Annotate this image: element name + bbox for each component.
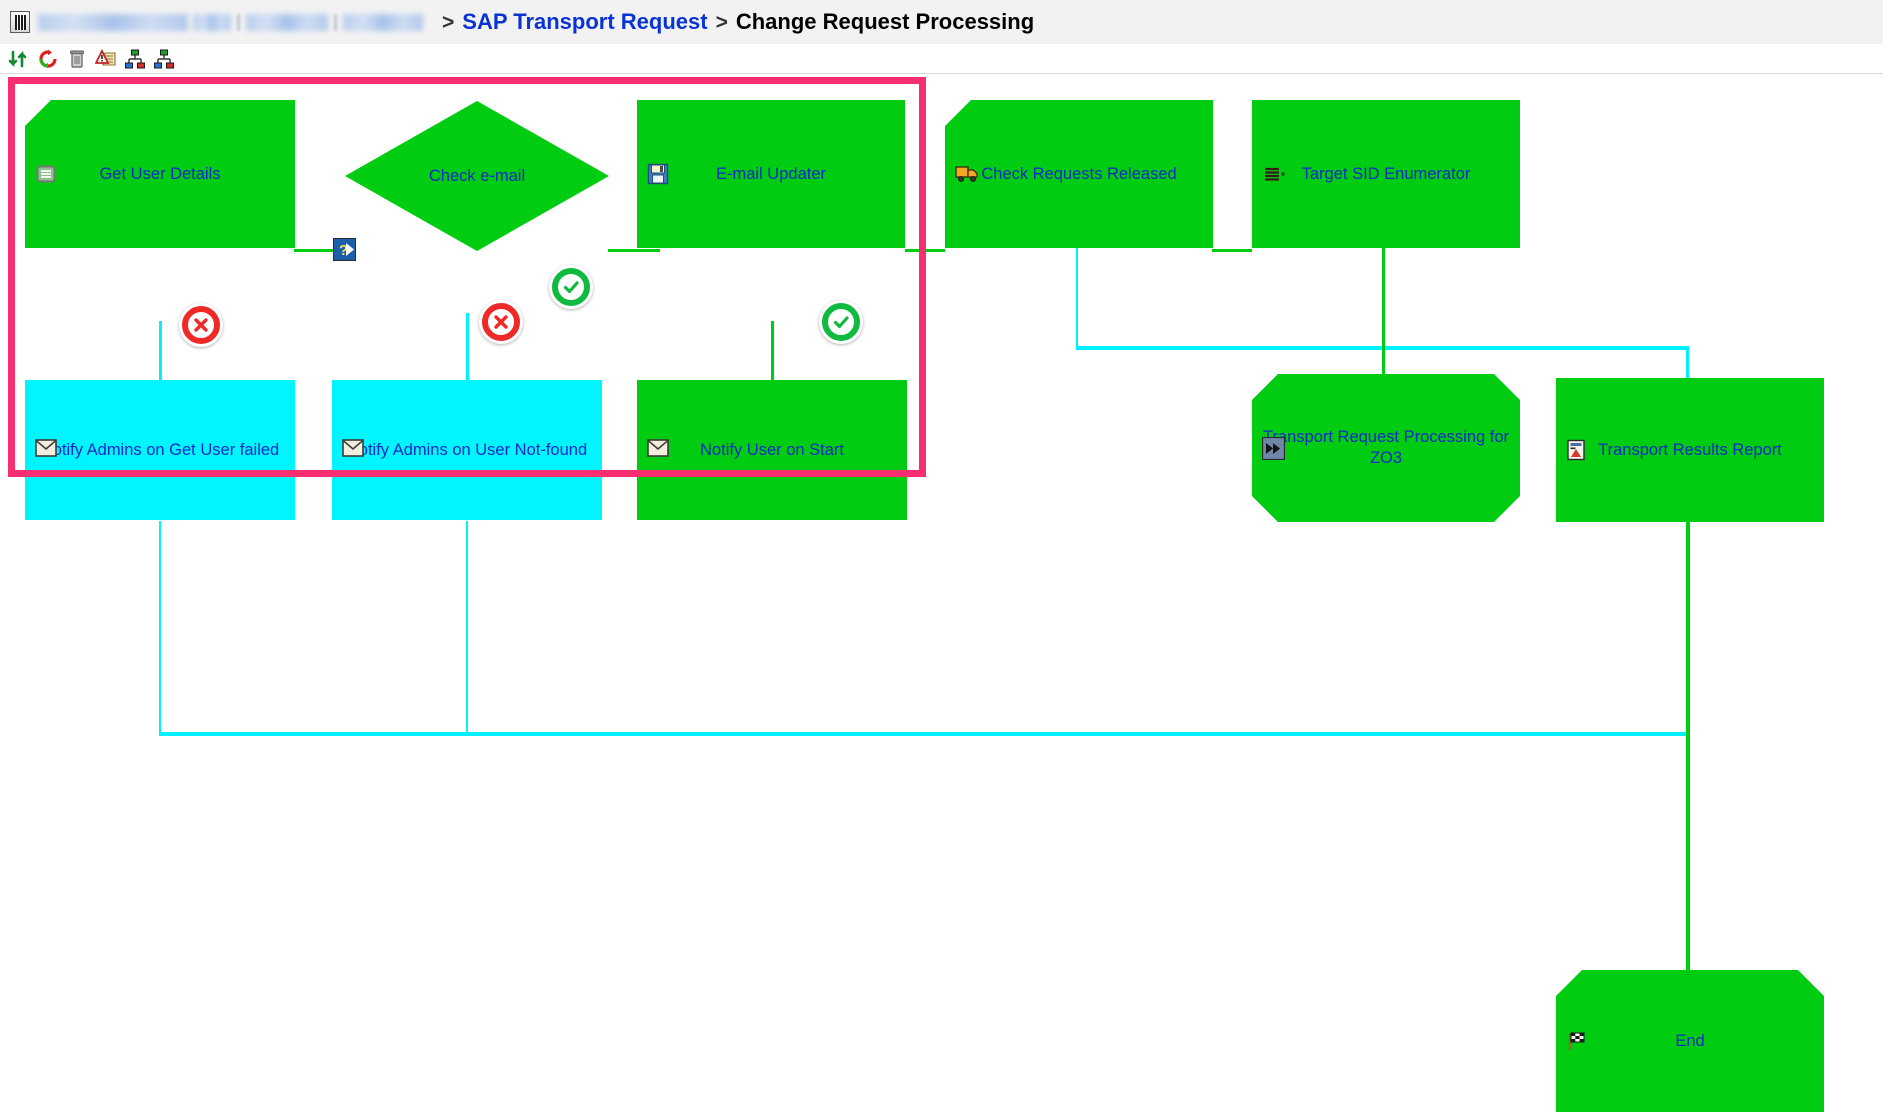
- status-badge-user-not-found[interactable]: [479, 300, 523, 344]
- decision-question-icon: ?: [333, 238, 356, 261]
- node-transport-results-report[interactable]: Transport Results Report: [1556, 378, 1824, 522]
- connector-checkemail-to-notifyadmins-notfound: [466, 313, 469, 381]
- error-x-icon: [182, 306, 220, 344]
- node-end[interactable]: End: [1556, 970, 1824, 1112]
- envelope-icon: [342, 439, 364, 461]
- connector-checkrequests-down: [1076, 244, 1078, 349]
- success-check-icon: [552, 268, 590, 306]
- node-transport-request-processing-zo3[interactable]: Transport Request Processing for ZO3: [1252, 374, 1520, 522]
- node-notify-admins-user-not-found[interactable]: Notify Admins on User Not-found: [332, 380, 602, 520]
- redacted-crumb-2: [193, 13, 231, 31]
- node-label: E-mail Updater: [715, 164, 827, 183]
- trash-icon[interactable]: [66, 48, 88, 70]
- app-window-icon: [10, 11, 30, 33]
- node-notify-user-on-start[interactable]: Notify User on Start: [637, 380, 907, 520]
- connector-getuser-to-notifyadmins-failed: [159, 321, 162, 381]
- connector-notifyadmins-failed-down: [159, 521, 161, 734]
- status-badge-notify-user-ok[interactable]: [819, 300, 863, 344]
- connector-emailupdater-to-notifyuser: [771, 321, 774, 381]
- redacted-separator-2: [334, 13, 337, 31]
- redacted-crumb-3: [246, 13, 328, 31]
- breadcrumb-link-sap-transport-request[interactable]: SAP Transport Request: [462, 9, 708, 34]
- node-label: Check Requests Released: [981, 164, 1177, 183]
- node-label: Notify User on Start: [700, 440, 844, 459]
- node-label: Notify Admins on User Not-found: [346, 440, 588, 459]
- hierarchy-icon-2[interactable]: [153, 48, 175, 70]
- hierarchy-icon-1[interactable]: [124, 48, 146, 70]
- truck-icon: [955, 163, 978, 185]
- status-badge-get-user-failed[interactable]: [179, 303, 223, 347]
- status-badge-email-ok[interactable]: [549, 265, 593, 309]
- node-label: Notify Admins on Get User failed: [40, 440, 280, 459]
- redacted-crumb-4: [343, 13, 423, 31]
- sync-arrows-icon[interactable]: [8, 48, 30, 70]
- breadcrumb-separator-2: >: [715, 10, 728, 34]
- node-label: Check e-mail: [428, 166, 526, 185]
- node-target-sid-enumerator[interactable]: Target SID Enumerator: [1252, 100, 1520, 248]
- connector-bottom-cyan-bus: [159, 732, 1689, 736]
- error-x-icon: [482, 303, 520, 341]
- envelope-icon: [35, 439, 57, 461]
- redacted-crumb-1: [38, 13, 188, 31]
- connector-getuser-to-checkemail: [294, 249, 344, 252]
- connector-notifyadmins-notfound-down: [466, 521, 468, 734]
- envelope-icon: [647, 439, 669, 461]
- redacted-separator-1: [237, 13, 240, 31]
- node-label: Target SID Enumerator: [1301, 164, 1471, 183]
- node-notify-admins-get-user-failed[interactable]: Notify Admins on Get User failed: [25, 380, 295, 520]
- connector-targetsid-to-transportprocessing: [1382, 244, 1385, 374]
- node-label: End: [1675, 1031, 1705, 1050]
- node-check-email[interactable]: Check e-mail: [345, 101, 609, 251]
- node-label: Transport Request Processing for ZO3: [1262, 428, 1510, 467]
- svg-text:?: ?: [339, 242, 348, 259]
- connector-checkrequests-to-targetsid: [1212, 249, 1252, 252]
- breadcrumb-redacted: [38, 13, 428, 31]
- page-title: Change Request Processing: [735, 9, 1035, 34]
- alert-script-icon[interactable]: [95, 48, 117, 70]
- floppy-save-icon: [647, 163, 669, 185]
- success-check-icon: [822, 303, 860, 341]
- checkered-flag-icon: [1566, 1030, 1588, 1052]
- node-label: Get User Details: [99, 164, 221, 183]
- node-email-updater[interactable]: E-mail Updater: [637, 100, 905, 248]
- report-chart-icon: [1566, 439, 1588, 461]
- node-label: Transport Results Report: [1598, 440, 1782, 459]
- circular-refresh-icon[interactable]: [37, 48, 59, 70]
- breadcrumb-separator-1: >: [442, 10, 455, 34]
- connector-checkemail-to-emailupdater: [608, 249, 660, 252]
- connector-resultsreport-to-end: [1686, 522, 1690, 970]
- header-bar: > SAP Transport Request > Change Request…: [0, 0, 1883, 44]
- node-check-requests-released[interactable]: Check Requests Released: [945, 100, 1213, 248]
- process-flow-canvas[interactable]: Get User Details Check e-mail ? E-mail U…: [0, 75, 1883, 1072]
- connector-bus-down-to-results-report: [1686, 346, 1689, 378]
- list-lines-icon: [1262, 163, 1285, 185]
- fast-forward-icon: [1262, 437, 1284, 459]
- toolbar: [0, 44, 1883, 74]
- list-document-icon: [35, 163, 57, 185]
- node-get-user-details[interactable]: Get User Details: [25, 100, 295, 248]
- connector-emailupdater-to-checkrequests: [905, 249, 945, 252]
